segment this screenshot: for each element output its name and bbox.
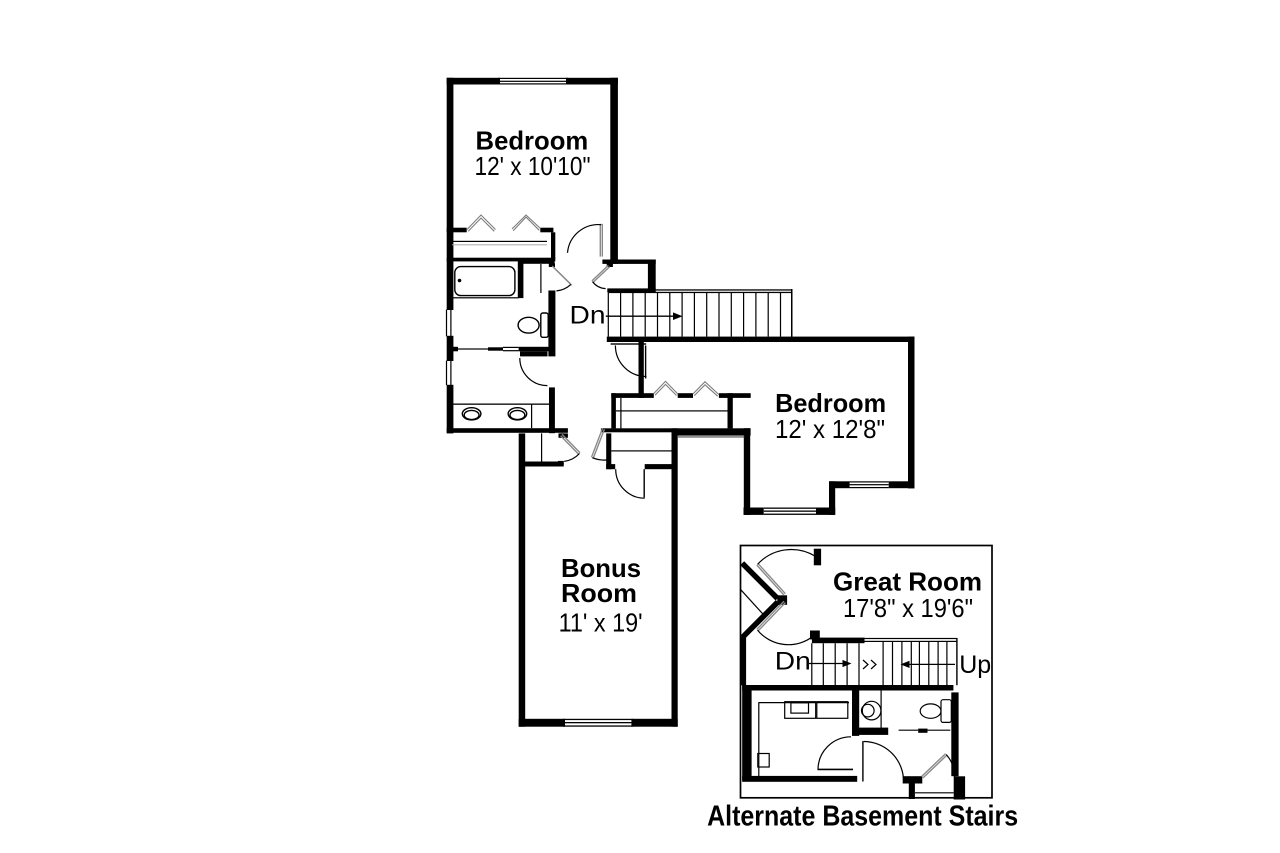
svg-text:Great Room: Great Room bbox=[833, 567, 982, 597]
svg-text:Alternate Basement Stairs: Alternate Basement Stairs bbox=[707, 801, 1018, 833]
svg-text:Dn: Dn bbox=[775, 648, 811, 676]
svg-text:17'8" x 19'6": 17'8" x 19'6" bbox=[843, 593, 973, 623]
svg-text:12' x 10'10": 12' x 10'10" bbox=[475, 151, 591, 181]
svg-text:Up: Up bbox=[959, 651, 991, 679]
svg-text:11' x 19': 11' x 19' bbox=[559, 608, 643, 638]
svg-text:Room: Room bbox=[561, 578, 637, 608]
svg-text:Dn: Dn bbox=[570, 302, 606, 330]
svg-text:Bonus: Bonus bbox=[561, 553, 641, 583]
svg-text:Bedroom: Bedroom bbox=[775, 388, 886, 418]
svg-text:12' x 12'8": 12' x 12'8" bbox=[775, 414, 885, 444]
svg-text:Bedroom: Bedroom bbox=[476, 125, 589, 155]
